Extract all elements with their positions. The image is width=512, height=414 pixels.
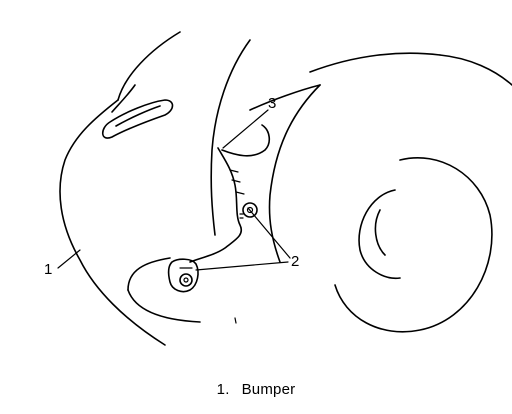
callout-2: 2 [291,253,299,270]
wheel [334,157,493,333]
callout-1: 1 [44,261,52,278]
leader-lines [57,109,291,271]
figure-caption: 1. Bumper [0,381,512,398]
fastener-lower [167,258,199,293]
bumper-outline [59,31,237,346]
caption-text: Bumper [241,381,296,398]
callout-3: 3 [268,95,276,112]
caption-number: 1. [216,381,230,398]
bracket [189,124,271,263]
fastener-upper [239,202,258,219]
fender-outline [210,39,512,263]
